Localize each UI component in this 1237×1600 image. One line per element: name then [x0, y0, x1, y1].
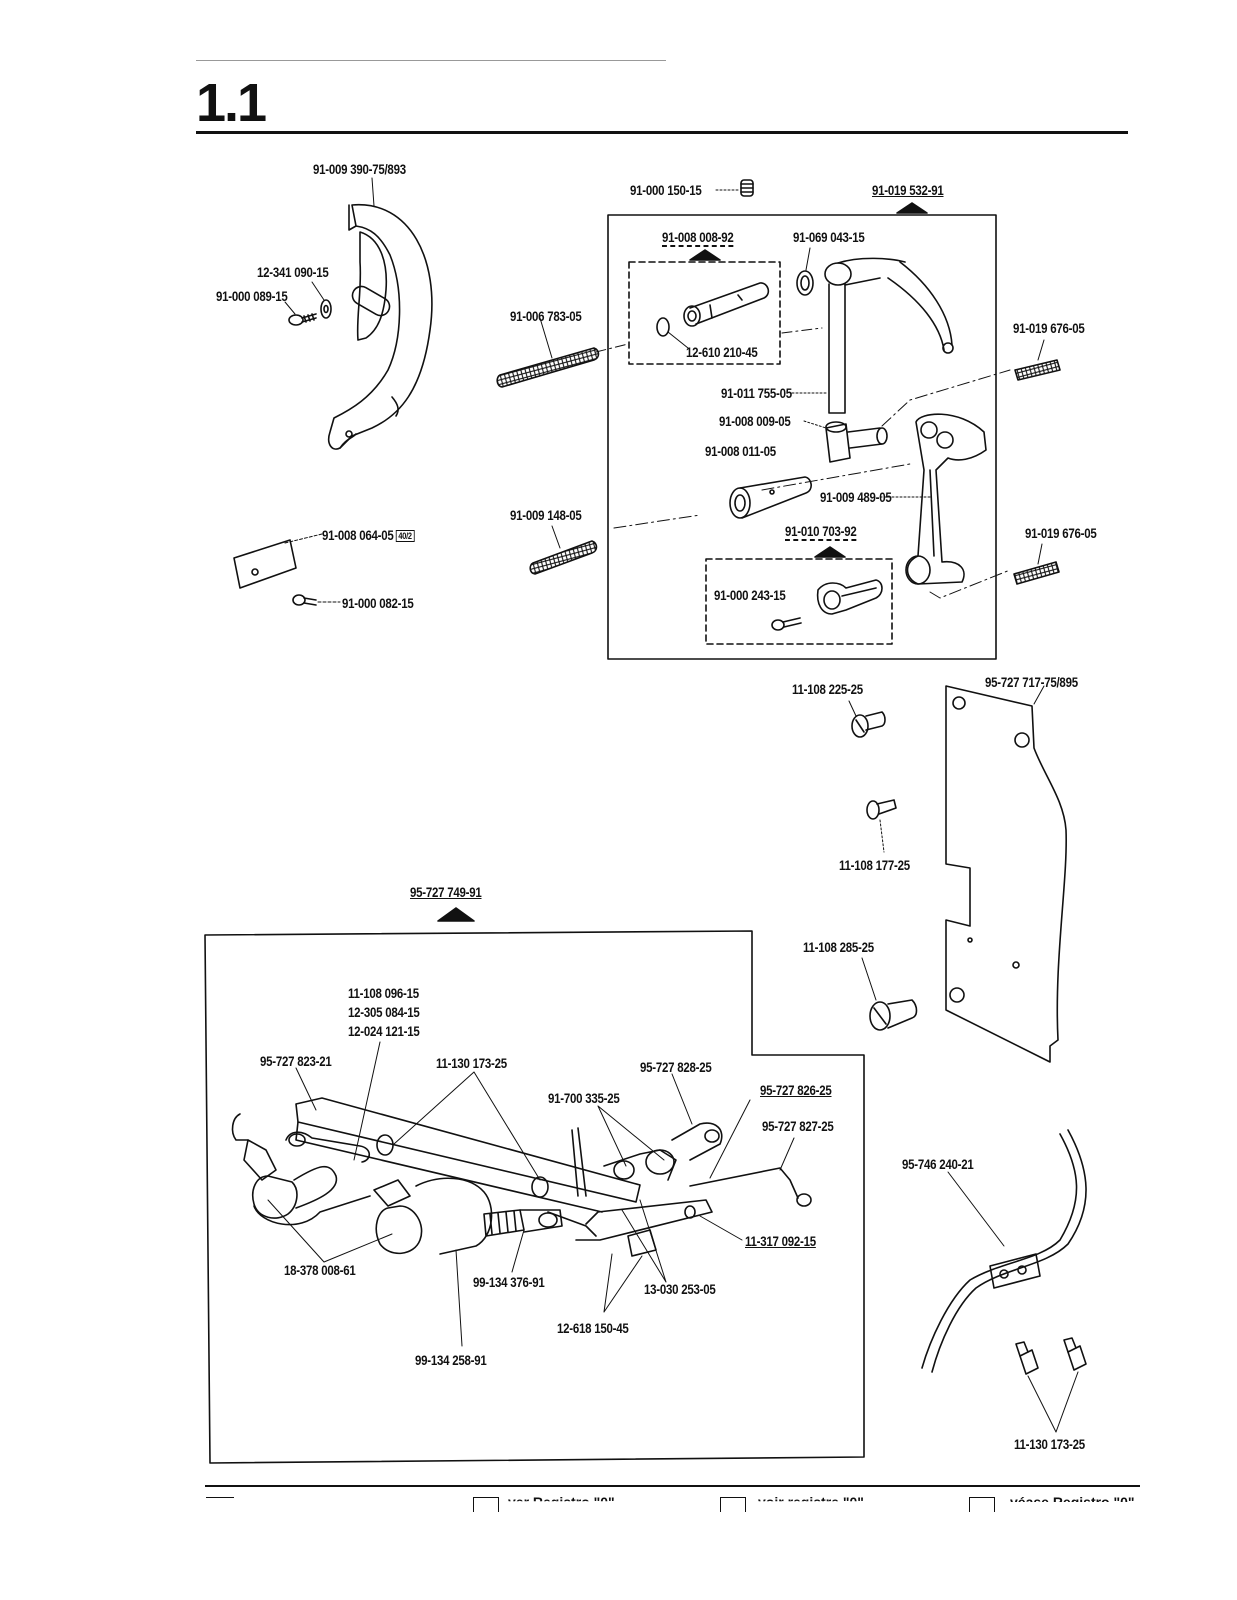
screw-11-108-177-25	[866, 799, 897, 820]
retaining-ring-12-610-210-45	[656, 317, 670, 337]
screw-pair-11-130-173-25	[1015, 1337, 1087, 1375]
label-11-108-225: 11-108 225-25	[792, 681, 863, 697]
screw-91-000-082-15	[292, 594, 317, 606]
washer-12-341-090-15	[320, 299, 332, 319]
footer-mark	[206, 1497, 234, 1512]
footer-text-1: ver Registro "0"	[508, 1494, 615, 1510]
screw-91-000-089-15	[288, 313, 317, 326]
label-95-727-823: 95-727 823-21	[260, 1053, 332, 1069]
page-title: 1.1	[196, 73, 267, 133]
label-95-727-828: 95-727 828-25	[640, 1059, 712, 1075]
arm-with-arc-part	[824, 257, 954, 414]
label-95-727-826: 95-727 826-25	[760, 1082, 832, 1098]
label-11-108-285: 11-108 285-25	[803, 939, 874, 955]
wick-91-009-148-05	[529, 540, 598, 575]
label-91-009-489: 91-009 489-05	[820, 489, 892, 505]
footer-text-2: voir registre "0"	[758, 1494, 864, 1510]
registry-tag: 40/2	[395, 530, 415, 543]
label-91-019-532: 91-019 532-91	[872, 182, 944, 198]
assembly-frame-91-019-532-91	[607, 214, 997, 660]
footer-box-2	[720, 1497, 746, 1512]
triangle-marker-icon	[896, 202, 928, 214]
spring-91-000-150-15	[740, 179, 754, 197]
label-91-009-148: 91-009 148-05	[510, 507, 582, 523]
block-91-008-009-05	[825, 421, 888, 463]
label-91-000-082: 91-000 082-15	[342, 595, 414, 611]
label-12-305-084: 12-305 084-15	[348, 1004, 420, 1020]
label-91-010-703: 91-010 703-92	[785, 523, 857, 541]
shaft-91-008-011-05	[729, 476, 812, 519]
screw-11-108-225-25	[851, 711, 886, 738]
label-11-130-173-right: 11-130 173-25	[1014, 1436, 1085, 1452]
label-91-011-755: 91-011 755-05	[721, 385, 792, 401]
label-95-746-240: 95-746 240-21	[902, 1156, 974, 1172]
label-91-008-011: 91-008 011-05	[705, 443, 776, 459]
triangle-marker-icon	[814, 546, 846, 558]
lubrication-bar-assembly	[231, 1097, 812, 1257]
label-91-019-676-upper: 91-019 676-05	[1013, 320, 1085, 336]
label-99-134-376: 99-134 376-91	[473, 1274, 545, 1290]
label-91-006-783: 91-006 783-05	[510, 308, 582, 324]
cover-plate-95-727-717-75	[945, 685, 1067, 1063]
footer-text-3: véase Registro "0"	[1010, 1494, 1135, 1510]
label-99-134-258: 99-134 258-91	[415, 1352, 487, 1368]
label-95-727-749: 95-727 749-91	[410, 884, 482, 900]
label-11-108-096: 11-108 096-15	[348, 985, 419, 1001]
label-91-069-043: 91-069 043-15	[793, 229, 865, 245]
crank-91-009-489-05	[905, 413, 987, 585]
label-12-024-121: 12-024 121-15	[348, 1023, 420, 1039]
label-95-727-717: 95-727 717-75/895	[985, 674, 1078, 690]
label-91-000-150: 91-000 150-15	[630, 182, 702, 198]
washer-91-069-043-15	[796, 270, 814, 296]
triangle-marker-icon	[437, 907, 475, 922]
shaft-part	[683, 282, 770, 327]
wick-91-019-676-05-lower	[1013, 561, 1060, 585]
top-rule	[196, 60, 666, 61]
wick-91-006-783-05	[496, 347, 600, 388]
label-95-727-827: 95-727 827-25	[762, 1118, 834, 1134]
label-91-000-089: 91-000 089-15	[216, 288, 288, 304]
subassembly-91-008-008-92	[628, 261, 781, 365]
clamp-part	[816, 579, 883, 615]
hook-guard-part	[327, 204, 433, 450]
label-91-009-390: 91-009 390-75/893	[313, 161, 406, 177]
label-11-108-177: 11-108 177-25	[839, 857, 910, 873]
plate-91-008-064-05	[233, 539, 297, 589]
label-91-019-676-lower: 91-019 676-05	[1025, 525, 1097, 541]
screw-11-108-285-25	[869, 999, 918, 1031]
header-rule	[196, 131, 1128, 134]
screw-91-000-243-15	[771, 617, 802, 631]
subassembly-91-010-703-92	[705, 558, 893, 645]
label-18-378-008: 18-378 008-61	[284, 1262, 356, 1278]
assembly-frame-95-727-749-91	[204, 930, 865, 1464]
tube-95-746-240-21	[921, 1129, 1087, 1373]
wick-91-019-676-05	[1014, 359, 1061, 381]
footer-box-3	[969, 1497, 995, 1512]
label-12-618-150: 12-618 150-45	[557, 1320, 629, 1336]
label-91-700-335: 91-700 335-25	[548, 1090, 620, 1106]
label-11-317-092: 11-317 092-15	[745, 1233, 816, 1249]
label-91-008-009: 91-008 009-05	[719, 413, 791, 429]
footer-rule	[205, 1485, 1140, 1487]
label-11-130-173-lower: 11-130 173-25	[436, 1055, 507, 1071]
label-13-030-253: 13-030 253-05	[644, 1281, 716, 1297]
label-12-341-090: 12-341 090-15	[257, 264, 329, 280]
label-91-000-243: 91-000 243-15	[714, 587, 786, 603]
label-91-008-008: 91-008 008-92	[662, 229, 734, 247]
label-12-610-210: 12-610 210-45	[686, 344, 758, 360]
triangle-marker-icon	[689, 249, 721, 261]
footer-box-1	[473, 1497, 499, 1512]
